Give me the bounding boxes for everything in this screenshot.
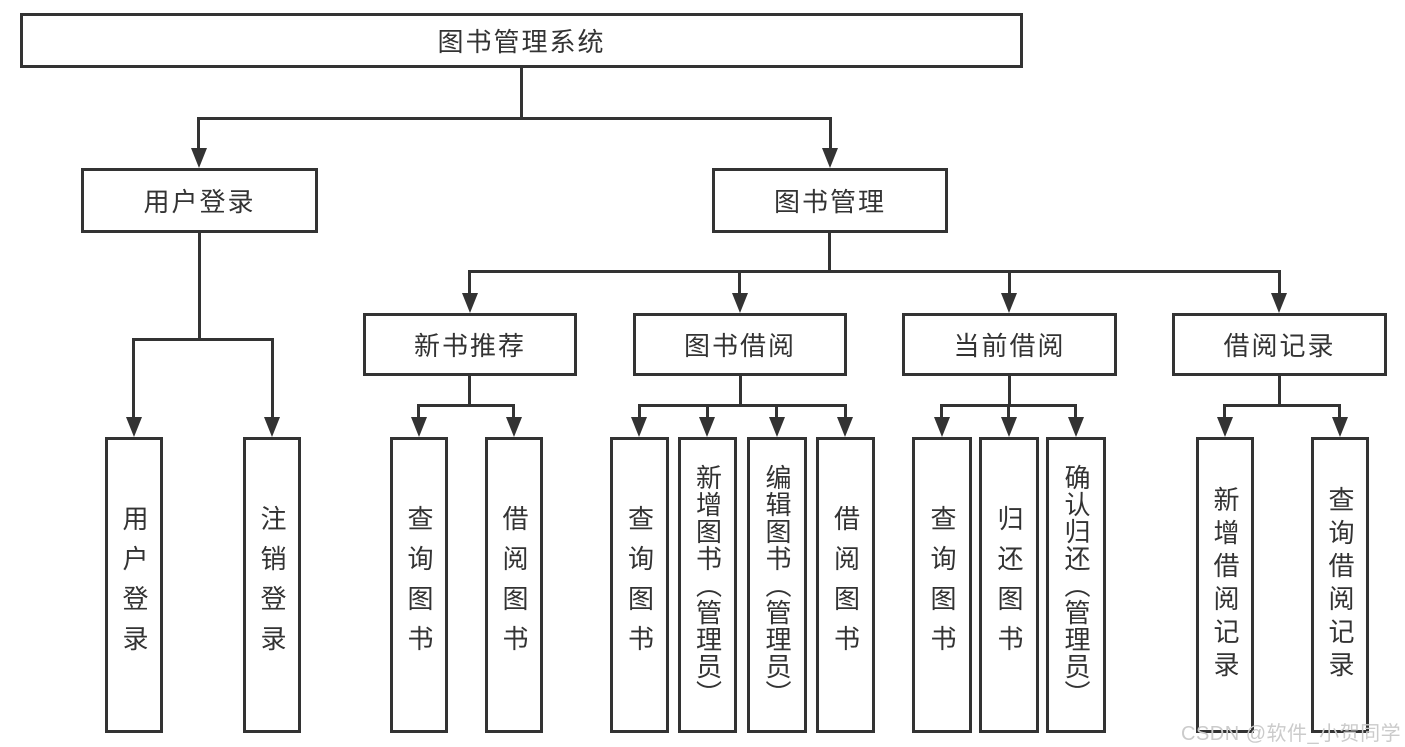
arrow-down-icon: [631, 417, 647, 437]
connector-line: [739, 376, 742, 406]
leaf-query-borrow-record: 查询借阅记录: [1311, 437, 1369, 733]
connector-line: [828, 233, 831, 272]
connector-line: [638, 404, 847, 407]
arrow-down-icon: [732, 293, 748, 313]
leaf-borrow-books: 借阅图书: [816, 437, 875, 733]
leaf-add-books-admin: 新增图书（管理员）: [678, 437, 737, 733]
arrow-down-icon: [506, 417, 522, 437]
connector-line: [520, 68, 523, 120]
connector-line: [132, 338, 274, 341]
connector-line: [132, 338, 135, 418]
node-label: 图书管理系统: [437, 27, 606, 57]
node-book-management: 图书管理: [712, 168, 948, 233]
node-label: 图书借阅: [683, 331, 796, 361]
connector-line: [468, 270, 1281, 273]
connector-line: [1278, 270, 1281, 295]
node-user-login: 用户登录: [81, 168, 318, 233]
node-label: 新书推荐: [413, 331, 526, 361]
arrow-down-icon: [264, 417, 280, 437]
arrow-down-icon: [1068, 417, 1084, 437]
connector-line: [1338, 404, 1341, 419]
connector-line: [706, 404, 709, 419]
node-label: 编辑图书（管理员）: [762, 463, 792, 707]
node-label: 确认归还（管理员）: [1061, 463, 1091, 707]
arrow-down-icon: [934, 417, 950, 437]
node-label: 用户登录: [119, 505, 149, 665]
arrow-down-icon: [1001, 293, 1017, 313]
node-label: 借阅图书: [830, 505, 861, 665]
node-label: 查询图书: [404, 505, 434, 665]
node-library-system: 图书管理系统: [20, 13, 1023, 68]
node-label: 当前借阅: [953, 331, 1066, 361]
node-label: 查询借阅记录: [1325, 486, 1355, 684]
connector-line: [1223, 404, 1226, 419]
arrow-down-icon: [1271, 293, 1287, 313]
connector-line: [1074, 404, 1077, 419]
connector-line: [1008, 376, 1011, 406]
node-label: 归还图书: [994, 505, 1024, 665]
connector-line: [197, 117, 832, 120]
leaf-return-books: 归还图书: [979, 437, 1039, 733]
connector-line: [738, 270, 741, 295]
connector-line: [271, 338, 274, 418]
node-label: 查询图书: [927, 505, 957, 665]
connector-line: [1223, 404, 1341, 407]
arrow-down-icon: [411, 417, 427, 437]
connector-line: [1278, 376, 1281, 406]
node-book-borrow: 图书借阅: [633, 313, 847, 376]
arrow-down-icon: [699, 417, 715, 437]
leaf-logout: 注销登录: [243, 437, 301, 733]
arrow-down-icon: [1217, 417, 1233, 437]
arrow-down-icon: [769, 417, 785, 437]
node-label: 新增借阅记录: [1210, 486, 1240, 684]
arrow-down-icon: [837, 417, 853, 437]
csdn-watermark: CSDN @软件_小贺同学: [1181, 723, 1402, 745]
node-label: 借阅图书: [499, 505, 529, 665]
connector-line: [468, 376, 471, 406]
node-current-borrow: 当前借阅: [902, 313, 1117, 376]
node-label: 注销登录: [257, 505, 287, 665]
arrow-down-icon: [1332, 417, 1348, 437]
connector-line: [512, 404, 515, 419]
connector-line: [417, 404, 420, 419]
leaf-add-borrow-record: 新增借阅记录: [1196, 437, 1254, 733]
connector-line: [1007, 404, 1010, 419]
connector-line: [940, 404, 943, 419]
leaf-query-books-borrow: 查询图书: [610, 437, 669, 733]
connector-line: [198, 233, 201, 340]
connector-line: [417, 404, 515, 407]
arrow-down-icon: [462, 293, 478, 313]
leaf-edit-books-admin: 编辑图书（管理员）: [747, 437, 807, 733]
connector-line: [468, 270, 471, 295]
connector-line: [844, 404, 847, 419]
node-label: 借阅记录: [1223, 331, 1336, 361]
arrow-down-icon: [1001, 417, 1017, 437]
node-new-book-recommend: 新书推荐: [363, 313, 577, 376]
connector-line: [197, 117, 200, 152]
leaf-confirm-return-admin: 确认归还（管理员）: [1046, 437, 1106, 733]
node-label: 用户登录: [143, 187, 256, 217]
connector-line: [638, 404, 641, 419]
node-label: 图书管理: [773, 187, 886, 217]
leaf-query-books-current: 查询图书: [912, 437, 972, 733]
connector-line: [829, 117, 832, 152]
leaf-borrow-books-recommend: 借阅图书: [485, 437, 543, 733]
leaf-user-login: 用户登录: [105, 437, 163, 733]
arrow-down-icon: [191, 148, 207, 168]
node-label: 查询图书: [624, 505, 655, 665]
arrow-down-icon: [822, 148, 838, 168]
connector-line: [1008, 270, 1011, 295]
arrow-down-icon: [126, 417, 142, 437]
node-borrow-records: 借阅记录: [1172, 313, 1387, 376]
node-label: 新增图书（管理员）: [692, 463, 723, 707]
leaf-query-books-recommend: 查询图书: [390, 437, 448, 733]
connector-line: [775, 404, 778, 419]
